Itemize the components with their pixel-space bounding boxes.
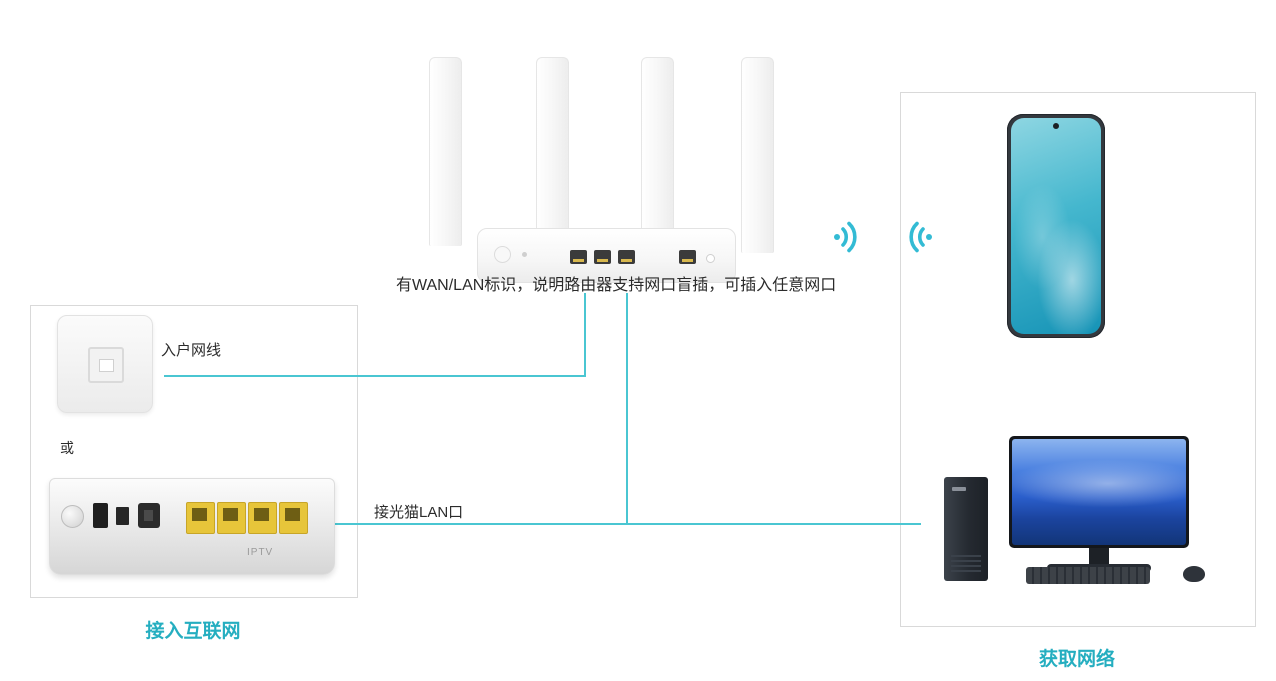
router-power-button-icon xyxy=(494,246,511,263)
smartphone-image xyxy=(1007,114,1105,338)
modem-lan-port-icon xyxy=(248,502,277,534)
router-lan-port-icon xyxy=(618,250,635,264)
monitor-screen xyxy=(1012,439,1186,545)
network-devices-box xyxy=(900,92,1256,627)
modem-lan-port-icon xyxy=(217,502,246,534)
modem-lan-port-icon xyxy=(186,502,215,534)
keyboard-image xyxy=(1026,567,1150,584)
wall-socket-image xyxy=(57,315,153,413)
wifi-signal-emitting-left-icon xyxy=(901,219,935,255)
iptv-port-label: IPTV xyxy=(247,547,274,558)
router-antenna-icon xyxy=(536,57,569,253)
modem-lan-cable-label: 接光猫LAN口 xyxy=(374,504,464,521)
router-wan-port-icon xyxy=(679,250,696,264)
router-lan-port-icon xyxy=(594,250,611,264)
wifi-signal-emitting-right-icon xyxy=(831,219,865,255)
modem-usb-port-icon xyxy=(116,507,129,525)
smartphone-screen xyxy=(1011,118,1101,334)
router-lan-port-icon xyxy=(570,250,587,264)
router-antenna-icon xyxy=(641,57,674,253)
cable-line-socket-to-router xyxy=(164,375,586,377)
pc-tower-image xyxy=(944,477,988,581)
modem-phone-port-icon xyxy=(138,503,160,528)
internet-access-caption: 接入互联网 xyxy=(145,621,241,642)
or-label: 或 xyxy=(60,440,74,456)
wall-socket-jack-icon xyxy=(99,359,114,372)
router-antenna-icon xyxy=(741,57,774,253)
router-note-text: 有WAN/LAN标识，说明路由器支持网口盲插，可插入任意网口 xyxy=(396,277,837,294)
monitor-stand xyxy=(1089,548,1109,566)
get-network-caption: 获取网络 xyxy=(1038,649,1115,670)
optical-modem-image: IPTV xyxy=(49,478,335,575)
incoming-cable-label: 入户网线 xyxy=(161,342,222,359)
cable-line-router-drop-1 xyxy=(584,293,586,377)
internet-access-box xyxy=(30,305,358,598)
cable-line-modem-to-computer xyxy=(311,523,921,525)
wall-socket-port-icon xyxy=(88,347,124,383)
monitor-image xyxy=(1009,436,1189,548)
router-led-icon xyxy=(522,252,527,257)
modem-power-button-icon xyxy=(61,505,84,528)
smartphone-camera-icon xyxy=(1053,123,1059,129)
modem-power-port-icon xyxy=(93,503,108,528)
mouse-image xyxy=(1183,566,1205,582)
router-antenna-icon xyxy=(429,57,462,246)
router-image xyxy=(477,228,736,283)
modem-lan-port-icon xyxy=(279,502,308,534)
router-reset-hole-icon xyxy=(706,254,715,263)
cable-line-router-drop-2 xyxy=(626,293,628,525)
